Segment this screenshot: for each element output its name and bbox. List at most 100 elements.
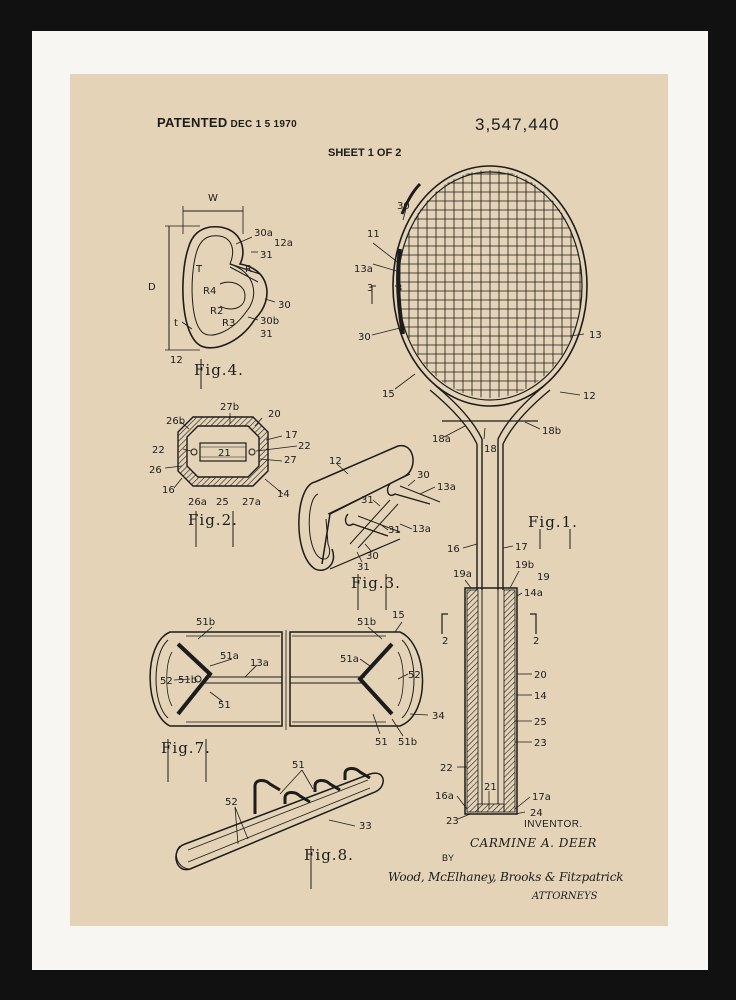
svg-text:30: 30 [417, 470, 430, 481]
fig2-handle-section [164, 413, 298, 495]
svg-text:R: R [245, 264, 252, 275]
svg-text:17a: 17a [532, 792, 551, 803]
svg-text:W: W [208, 193, 218, 204]
svg-text:33: 33 [359, 821, 372, 832]
fig4-caption: Fig.4. [194, 359, 244, 389]
svg-text:19a: 19a [453, 569, 472, 580]
handle-wall-left [466, 589, 479, 813]
section-marker-3-left [371, 285, 376, 304]
svg-text:T: T [195, 264, 203, 275]
svg-text:26: 26 [149, 465, 162, 476]
svg-text:51: 51 [375, 737, 388, 748]
svg-text:11: 11 [367, 229, 380, 240]
attorney-signature: Wood, McElhaney, Brooks & Fitzpatrick [388, 870, 624, 884]
svg-text:52: 52 [225, 797, 238, 808]
svg-text:Fig.3.: Fig.3. [351, 574, 401, 592]
svg-text:16: 16 [447, 544, 460, 555]
svg-text:23: 23 [534, 738, 547, 749]
svg-text:27: 27 [284, 455, 297, 466]
patented-word: PATENTED [157, 115, 228, 130]
svg-text:D: D [148, 282, 156, 293]
svg-text:20: 20 [534, 670, 547, 681]
fig3-frame-segment [298, 445, 441, 571]
by-label: BY [442, 853, 455, 863]
svg-text:13a: 13a [354, 264, 373, 275]
svg-text:31: 31 [388, 525, 401, 536]
sheet-number: SHEET 1 OF 2 [328, 147, 402, 159]
svg-text:18a: 18a [432, 434, 451, 445]
fig2-caption: Fig.2. [188, 511, 237, 547]
fig7-caption: Fig.7. [161, 739, 211, 782]
handle-cap [477, 803, 505, 813]
svg-text:13a: 13a [412, 524, 431, 535]
svg-text:Fig.4.: Fig.4. [194, 361, 244, 379]
fig8-channel [175, 767, 384, 871]
svg-text:12: 12 [170, 355, 183, 366]
svg-text:52: 52 [160, 676, 173, 687]
patent-date: DEC 1 5 1970 [230, 119, 297, 130]
fig4-cross-section [165, 206, 276, 351]
inventor-name: CARMINE A. DEER [470, 836, 597, 850]
svg-text:51b: 51b [178, 675, 197, 686]
svg-text:Fig.8.: Fig.8. [304, 846, 354, 864]
svg-text:51a: 51a [340, 654, 359, 665]
fig8-caption: Fig.8. [304, 846, 354, 889]
svg-text:3: 3 [396, 283, 402, 294]
svg-text:22: 22 [152, 445, 165, 456]
fig4-reference-numerals: W 30a 12a 31 T R D R4 R2 R3 30 t 30b 31 … [148, 193, 293, 366]
fig1-caption: Fig.1. [528, 513, 578, 549]
fig3-caption: Fig.3. [351, 574, 401, 610]
svg-text:31: 31 [361, 495, 374, 506]
svg-text:30: 30 [397, 201, 410, 212]
svg-text:16: 16 [162, 485, 175, 496]
svg-text:51b: 51b [357, 617, 376, 628]
svg-text:13: 13 [589, 330, 602, 341]
svg-text:13a: 13a [437, 482, 456, 493]
throat-left-outer [429, 389, 478, 445]
section-marker-left [441, 613, 448, 634]
svg-text:30: 30 [358, 332, 371, 343]
svg-text:22: 22 [440, 763, 453, 774]
svg-text:21: 21 [484, 782, 497, 793]
inventor-label: INVENTOR. [524, 819, 583, 830]
svg-text:17: 17 [285, 430, 298, 441]
fig1-racket [371, 165, 588, 820]
fig7-segments [149, 621, 429, 737]
svg-text:20: 20 [268, 409, 281, 420]
svg-text:31: 31 [260, 329, 273, 340]
frame-band-top [400, 182, 422, 215]
svg-text:51: 51 [292, 760, 305, 771]
svg-text:15: 15 [392, 610, 405, 621]
svg-text:t: t [174, 318, 178, 329]
svg-text:18b: 18b [542, 426, 561, 437]
svg-text:51b: 51b [196, 617, 215, 628]
fig2-reference-numerals: 26b 27b 20 17 22 21 22 27 26 16 26a 25 2… [149, 402, 311, 508]
svg-text:27b: 27b [220, 402, 239, 413]
svg-text:14a: 14a [524, 588, 543, 599]
svg-text:31: 31 [357, 562, 370, 573]
svg-text:Fig.7.: Fig.7. [161, 739, 211, 757]
svg-text:19: 19 [537, 572, 550, 583]
fig8-reference-numerals: 51 52 33 [225, 760, 372, 832]
svg-text:30: 30 [278, 300, 291, 311]
section-marker-right [530, 613, 537, 634]
svg-text:16a: 16a [435, 791, 454, 802]
svg-text:51b: 51b [398, 737, 417, 748]
handle-wall-right [503, 589, 516, 813]
frame-band-left [396, 248, 405, 335]
patent-number: 3,547,440 [475, 115, 560, 134]
svg-text:Fig.1.: Fig.1. [528, 513, 578, 531]
svg-text:25: 25 [216, 497, 229, 508]
section-marker-3-right [395, 285, 400, 304]
svg-text:25: 25 [534, 717, 547, 728]
handle-outer [464, 587, 518, 815]
svg-text:13a: 13a [250, 658, 269, 669]
svg-text:12: 12 [329, 456, 342, 467]
svg-text:17: 17 [515, 542, 528, 553]
svg-text:30a: 30a [254, 228, 273, 239]
svg-text:18: 18 [484, 444, 497, 455]
throat-left-inner [435, 385, 483, 440]
svg-text:2: 2 [533, 636, 539, 647]
